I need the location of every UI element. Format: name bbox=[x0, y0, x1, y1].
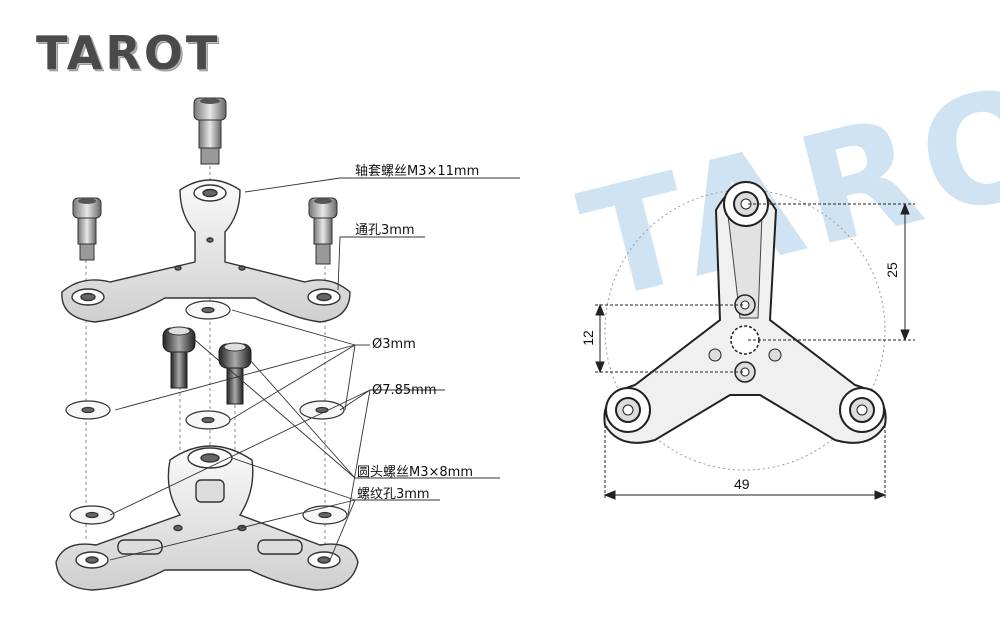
top-view-drawing bbox=[603, 181, 887, 471]
washers bbox=[65, 300, 345, 430]
bottom-plate bbox=[55, 445, 359, 591]
sleeve-screw-top bbox=[193, 97, 227, 165]
callout-threaded-hole: 螺纹孔3mm bbox=[357, 487, 430, 502]
brand-logo: TAROT bbox=[36, 26, 221, 80]
dimension-12: 12 bbox=[579, 330, 596, 346]
callout-dia-785: Ø7.85mm bbox=[372, 383, 437, 398]
leader-lines bbox=[109, 177, 520, 561]
callout-dia-3: Ø3mm bbox=[372, 337, 416, 352]
dimension-25: 25 bbox=[883, 262, 900, 278]
callout-sleeve-screw: 轴套螺丝M3×11mm bbox=[355, 164, 480, 179]
watermark-logo: TAROT bbox=[567, 23, 1000, 335]
svg-text:TAROT: TAROT bbox=[567, 23, 1000, 335]
dimension-49: 49 bbox=[734, 476, 750, 492]
round-head-screws bbox=[162, 326, 252, 405]
sleeve-screw-right bbox=[308, 197, 338, 265]
sleeve-screw-left bbox=[72, 197, 102, 261]
callout-round-head-screw: 圆头螺丝M3×8mm bbox=[357, 465, 473, 480]
callout-through-hole: 通孔3mm bbox=[355, 223, 415, 238]
top-plate bbox=[61, 179, 351, 323]
dimension-lines bbox=[595, 202, 915, 500]
